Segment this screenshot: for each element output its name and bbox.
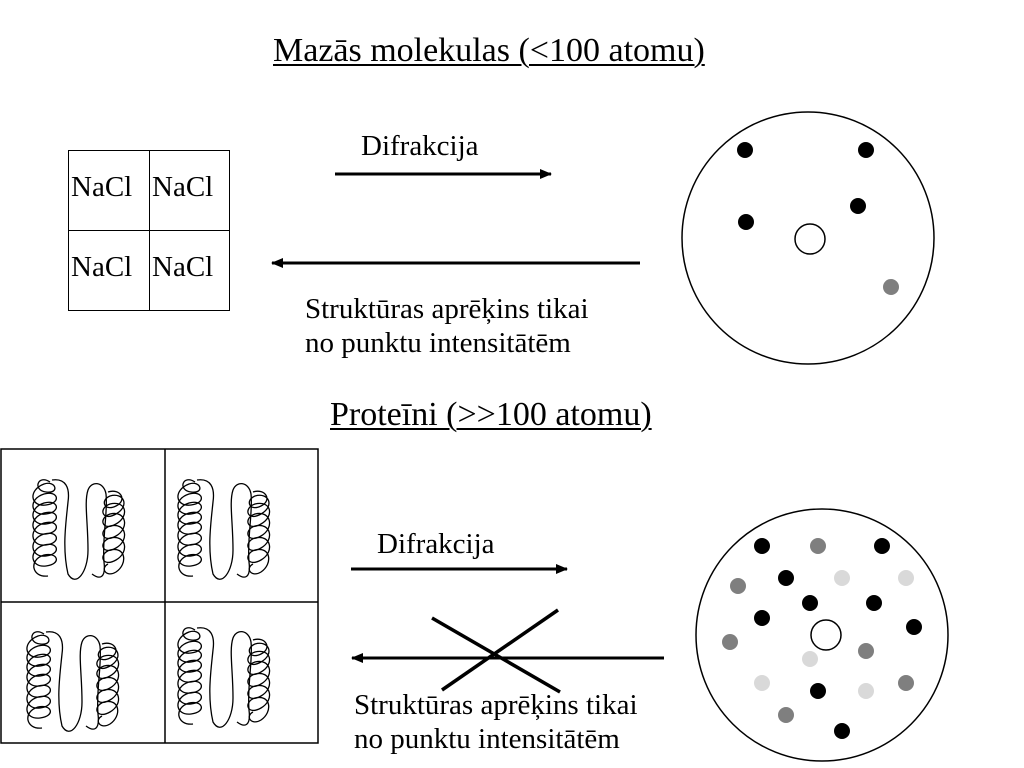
top-back-caption-line2: no punktu intensitātēm (305, 327, 571, 359)
diffraction-spot-strong (754, 610, 770, 626)
top-back-caption-line1: Struktūras aprēķins tikai (305, 293, 589, 325)
beam-center (794, 223, 826, 255)
diffraction-spot-strong (737, 142, 753, 158)
diffraction-spot-strong (834, 723, 850, 739)
protein-molecule (26, 631, 120, 732)
top-diffraction-pattern (681, 111, 935, 365)
diffraction-spot-weak (802, 651, 818, 667)
crystal-cell: NaCl (152, 251, 214, 283)
protein-molecule (177, 479, 271, 580)
cross-out-mark (431, 608, 561, 694)
crystal-cell: NaCl (71, 251, 133, 283)
protein-molecule (177, 627, 271, 728)
diffraction-spot-strong (874, 538, 890, 554)
nacl-crystal-grid: NaCl NaCl NaCl NaCl (68, 150, 230, 311)
bottom-back-caption-line1: Struktūras aprēķins tikai (354, 689, 638, 721)
diffraction-spot-strong (778, 570, 794, 586)
diffraction-spot-strong (858, 142, 874, 158)
diffraction-spot-weak (898, 570, 914, 586)
diffraction-spot-strong (754, 538, 770, 554)
diffraction-spot-strong (850, 198, 866, 214)
protein-crystal-grid (0, 448, 319, 744)
diffraction-spot-weak (834, 570, 850, 586)
diffraction-spot-medium (883, 279, 899, 295)
diffraction-spot-weak (858, 683, 874, 699)
bottom-diffraction-pattern (695, 508, 949, 762)
bottom-back-caption-line2: no punktu intensitātēm (354, 723, 620, 755)
diffraction-spot-medium (722, 634, 738, 650)
diffraction-spot-weak (754, 675, 770, 691)
crystal-cell: NaCl (152, 171, 214, 203)
diffraction-disc (695, 508, 949, 762)
bottom-title: Proteīni (>>100 atomu) (330, 396, 652, 433)
diffraction-spot-medium (898, 675, 914, 691)
diffraction-spot-medium (730, 578, 746, 594)
top-back-caption: Struktūras aprēķins tikai no punktu inte… (305, 292, 685, 360)
top-title: Mazās molekulas (<100 atomu) (273, 32, 705, 69)
diffraction-spot-medium (810, 538, 826, 554)
protein-molecule (32, 479, 126, 580)
diffraction-disc (681, 111, 935, 365)
grid-divider-horizontal (69, 230, 229, 231)
diffraction-spot-strong (810, 683, 826, 699)
bottom-back-caption: Struktūras aprēķins tikai no punktu inte… (354, 688, 734, 756)
diffraction-spot-strong (906, 619, 922, 635)
diffraction-spot-strong (866, 595, 882, 611)
crystal-cell: NaCl (71, 171, 133, 203)
top-diffraction-label: Difrakcija (361, 130, 479, 162)
beam-center (810, 619, 842, 651)
bottom-diffraction-label: Difrakcija (377, 528, 495, 560)
protein-grid-border (0, 448, 319, 744)
diffraction-spot-medium (778, 707, 794, 723)
diffraction-spot-strong (738, 214, 754, 230)
diffraction-spot-strong (802, 595, 818, 611)
diffraction-spot-medium (858, 643, 874, 659)
